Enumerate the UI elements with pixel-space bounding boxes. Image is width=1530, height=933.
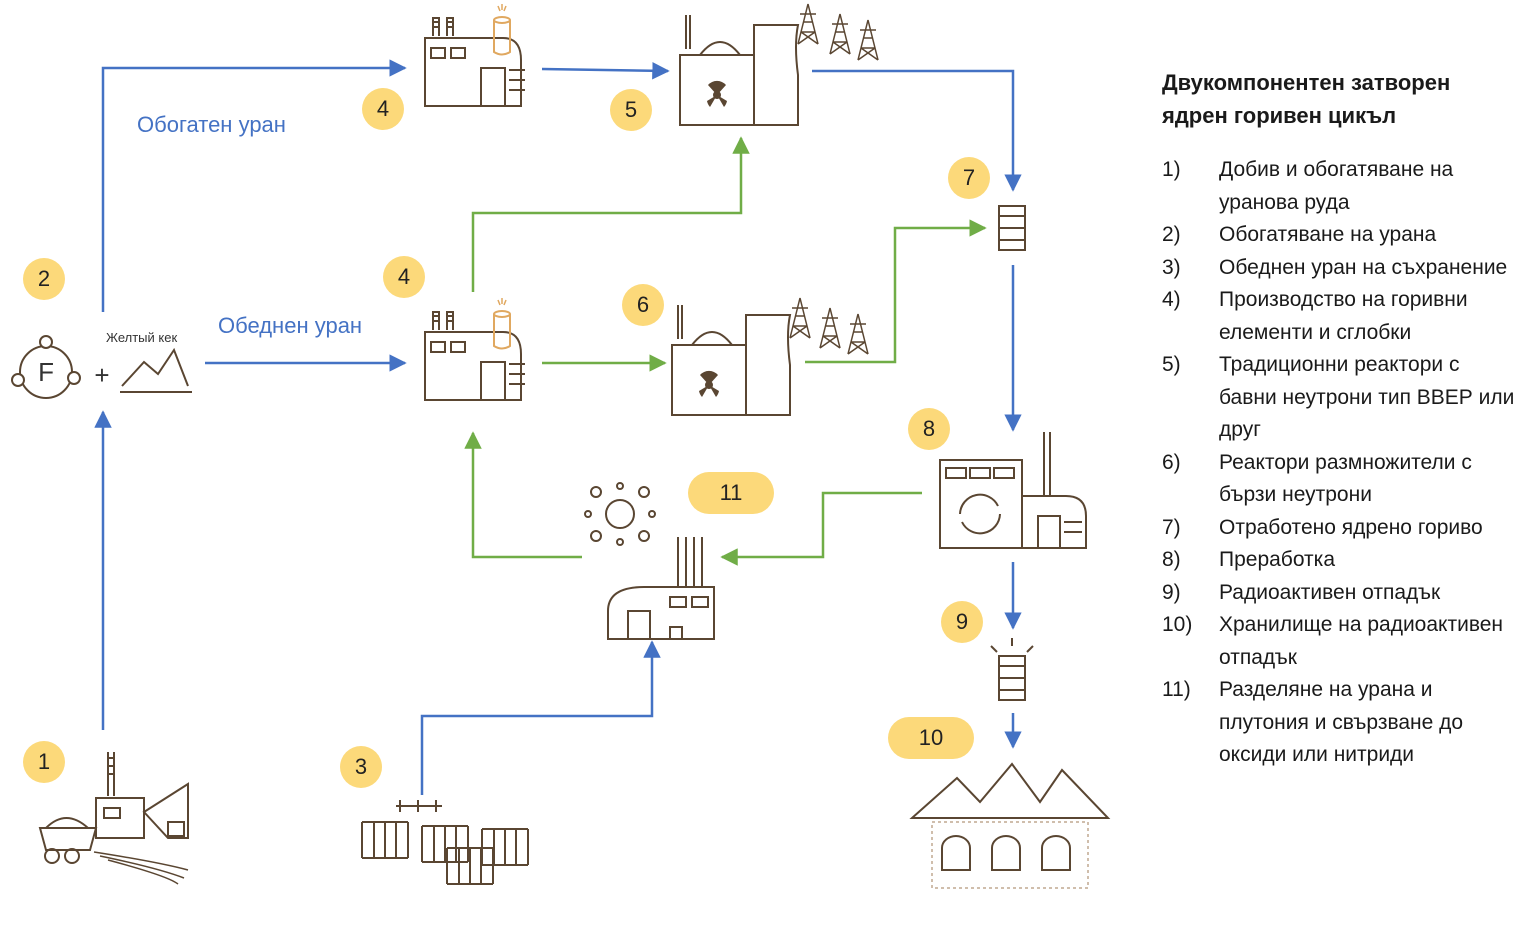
legend-item: 9) Радиоактивен отпадък (1162, 577, 1522, 610)
yellowcake-mountain-icon (120, 347, 192, 393)
badge-1: 1 (23, 741, 65, 783)
arrow-reprocessing-to-separation (720, 491, 922, 566)
legend-item: 11) Разделяне на урана и плутония и свърз… (1162, 674, 1522, 772)
legend-item-text: Обогатяване на урана (1219, 223, 1437, 246)
legend-item-number: 3) (1162, 255, 1181, 279)
yellowcake-label: Желтый кек (106, 330, 178, 345)
legend: Двукомпонентен затворен ядрен горивен ци… (1162, 66, 1522, 772)
legend-item: 8) Преработка (1162, 544, 1522, 577)
power-pylons-icon-top (797, 3, 879, 61)
badge-11: 11 (688, 472, 774, 514)
badge-7: 7 (948, 157, 990, 199)
legend-item-number: 6) (1162, 450, 1181, 474)
legend-item: 4) Производство на горивни елементи и сгл… (1162, 284, 1522, 349)
legend-item-text: Обеднен уран на съхранение (1219, 255, 1508, 279)
reprocessing-plant-icon (939, 432, 1087, 549)
legend-item: 3) Обеднен уран на съхранение (1162, 252, 1522, 285)
canister-icon-middle (493, 297, 511, 350)
legend-item-text: Радиоактивен отпадък (1219, 580, 1441, 604)
green-flow-arrows (464, 136, 987, 566)
mine-icon (38, 752, 189, 885)
badge-6: 6 (622, 284, 664, 326)
blue-flow-arrows (94, 59, 1022, 795)
badge-5: 5 (610, 89, 652, 131)
depleted-uranium-storage-icon (361, 800, 529, 885)
legend-item-text: Преработка (1219, 548, 1336, 571)
legend-item-text: Добив и обогатяване на уранова руда (1219, 158, 1454, 214)
legend-item-number: 9) (1162, 580, 1181, 604)
fast-breeder-reactor-icon (671, 304, 791, 416)
legend-item-number: 4) (1162, 288, 1181, 311)
sun-separation-icon (584, 482, 656, 546)
reactor-vver-icon (679, 14, 799, 126)
plus-sign: + (94, 360, 109, 390)
arrow-reactor5-to-spent (812, 69, 1022, 192)
legend-item-text: Разделяне на урана и плутония и свързван… (1219, 678, 1464, 766)
arrow-separation-to-fuel4b (464, 431, 582, 559)
arrow-depleted-storage-to-separation (420, 640, 661, 795)
legend-item-text: Традиционни реактори с бавни неутрони ти… (1219, 353, 1515, 441)
legend-item-text: Отработено ядрено гориво (1219, 515, 1483, 539)
legend-item-number: 11) (1162, 678, 1191, 701)
badge-2: 2 (23, 258, 65, 300)
badge-10: 10 (888, 717, 974, 759)
fluorine-molecule-icon: F (11, 335, 81, 399)
arrow-reactor6-to-spent (805, 219, 987, 364)
arrow-fuel4b-to-reactor5 (471, 136, 750, 292)
waste-repository-icon (909, 762, 1111, 889)
badge-8: 8 (908, 408, 950, 450)
legend-item-text: Хранилище на радиоактивен отпадък (1219, 613, 1504, 669)
legend-item: 1) Добив и обогатяване на уранова руда (1162, 154, 1522, 219)
badge-4-top: 4 (362, 88, 404, 130)
badge-3: 3 (340, 746, 382, 788)
legend-item-number: 10) (1162, 613, 1193, 636)
legend-item-text: Реактори размножители с бързи неутрони (1219, 450, 1472, 507)
depleted-uranium-label: Обеднен уран (218, 313, 363, 338)
badge-9: 9 (941, 601, 983, 643)
badge-4-middle: 4 (383, 256, 425, 298)
legend-item-number: 5) (1162, 353, 1181, 376)
spent-fuel-barrel-icon (998, 205, 1026, 251)
legend-item: 6) Реактори размножители с бързи неутрони (1162, 447, 1522, 512)
separation-plant-icon (607, 537, 715, 640)
legend-item: 10) Хранилище на радиоактивен отпадък (1162, 609, 1522, 674)
arrow-fuel-to-reactor5 (541, 62, 670, 80)
power-pylons-icon-middle (789, 297, 869, 355)
fluorine-symbol: F (38, 357, 54, 387)
legend-item-text: Производство на горивни елементи и сглоб… (1219, 288, 1468, 344)
canister-icon-top (493, 3, 511, 56)
enriched-uranium-label: Обогатен уран (137, 112, 286, 137)
legend-title: Двукомпонентен затворен ядрен горивен ци… (1162, 70, 1451, 128)
legend-list: 1) Добив и обогатяване на уранова руда 2) О… (1162, 154, 1522, 772)
legend-item: 7) Отработено ядрено гориво (1162, 512, 1522, 545)
radioactive-waste-barrel-icon (990, 638, 1034, 701)
legend-item-number: 1) (1162, 158, 1181, 181)
legend-item-number: 8) (1162, 548, 1181, 571)
legend-item-number: 2) (1162, 223, 1181, 246)
legend-item: 5) Традиционни реактори с бавни неутрони … (1162, 349, 1522, 447)
legend-item-number: 7) (1162, 515, 1181, 539)
arrow-enriched-uranium (101, 59, 407, 312)
legend-item: 2) Обогатяване на урана (1162, 219, 1522, 252)
